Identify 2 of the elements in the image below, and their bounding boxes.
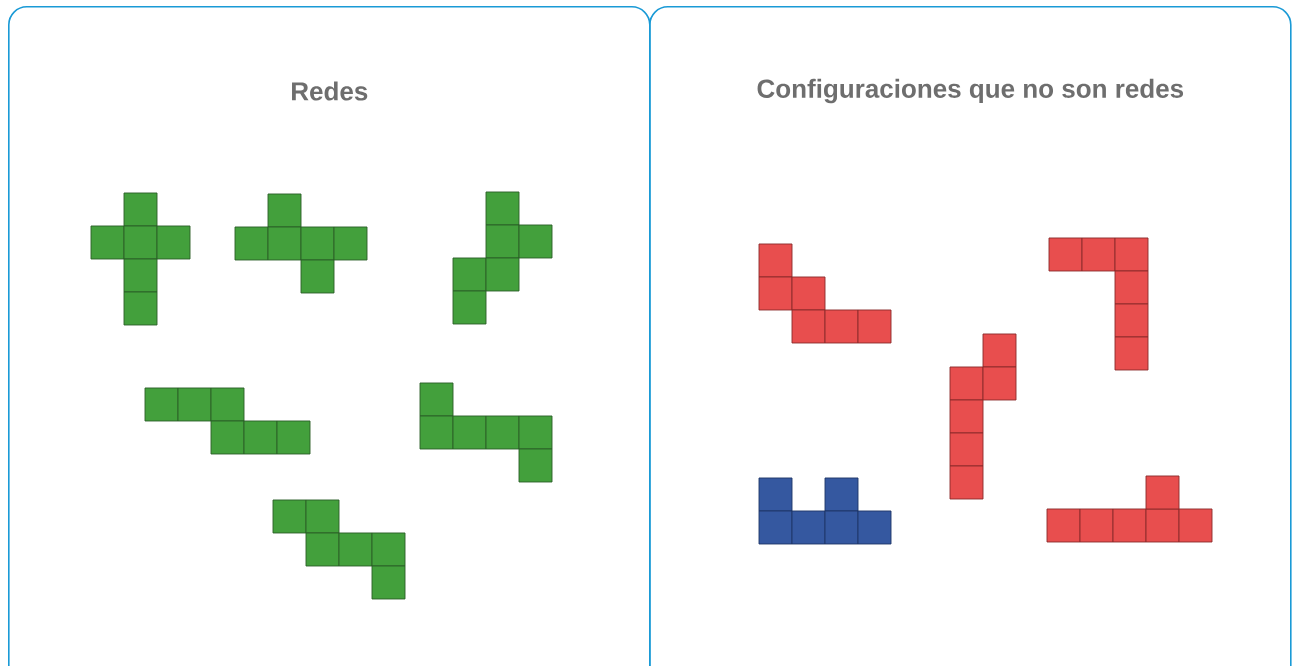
panel: Configuraciones que no son redes xyxy=(649,6,1292,666)
panel: Redes xyxy=(8,6,651,666)
